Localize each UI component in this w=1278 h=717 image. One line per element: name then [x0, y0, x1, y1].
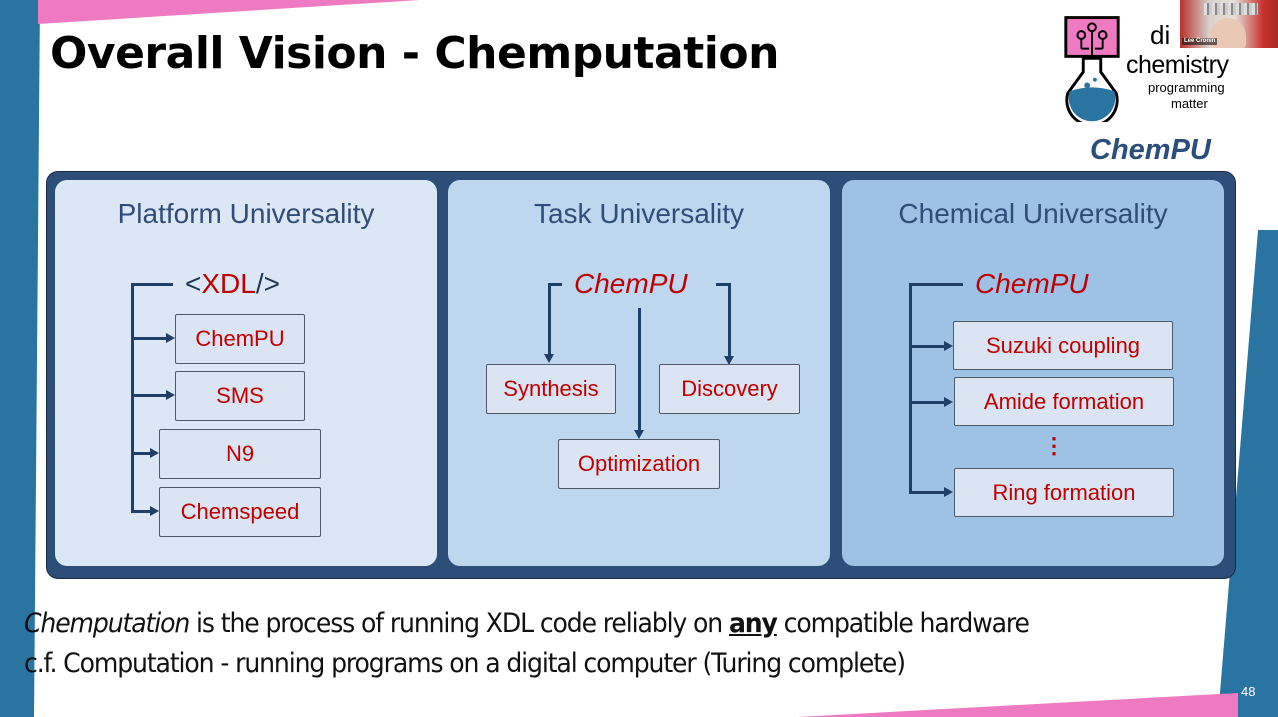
- arrow-down-icon: [634, 430, 644, 439]
- caption-text: compatible hardware: [776, 608, 1030, 639]
- panel-title: Task Universality: [533, 198, 745, 229]
- connector-branch: [131, 394, 169, 397]
- task-item-synthesis: Synthesis: [486, 364, 616, 414]
- chemical-item-ring: Ring formation: [954, 468, 1174, 517]
- arrow-right-icon: [166, 333, 175, 343]
- platform-item-n9: N9: [159, 429, 321, 479]
- arrow-right-icon: [944, 487, 953, 497]
- right-strip-mask: [1258, 0, 1278, 230]
- chemical-universality-panel: Chemical Universality ChemPU Suzuki coup…: [842, 180, 1224, 566]
- connector-branch: [909, 491, 947, 494]
- connector-branch: [131, 337, 169, 340]
- arrow-down-icon: [724, 356, 734, 365]
- chempu-head: ChemPU: [574, 268, 688, 299]
- arrow-right-icon: [944, 341, 953, 351]
- xdl-open-bracket: <: [185, 268, 202, 299]
- webcam-video-overlay[interactable]: Lee Cronin: [1180, 0, 1278, 48]
- connector-right-down: [728, 283, 731, 357]
- universality-diagram: Platform Universality <XDL/> ChemPU SMS …: [46, 171, 1236, 579]
- logo-text-programming: programming: [1148, 80, 1225, 95]
- logo-text-matter: matter: [1171, 96, 1208, 111]
- arrow-down-icon: [544, 354, 554, 363]
- task-item-discovery: Discovery: [659, 364, 800, 414]
- arrow-right-icon: [150, 506, 159, 516]
- chemical-item-suzuki: Suzuki coupling: [953, 321, 1173, 370]
- flask-circuit-icon: [1064, 16, 1120, 122]
- slide-title: Overall Vision - Chemputation: [50, 28, 779, 79]
- chempu-head: ChemPU: [975, 268, 1089, 299]
- logo-text-chemistry: chemistry: [1126, 51, 1229, 79]
- connector-center-down: [638, 308, 641, 432]
- emphasis-any: any: [728, 608, 778, 639]
- logo-text-di: di: [1150, 20, 1171, 50]
- connector-top: [909, 283, 963, 286]
- task-item-optimization: Optimization: [558, 439, 720, 489]
- bottom-pink-band: [798, 693, 1238, 717]
- connector-left-top: [548, 283, 562, 286]
- chemical-item-amide: Amide formation: [954, 377, 1174, 426]
- caption-text: is the process of running XDL code relia…: [189, 608, 729, 639]
- chemputation-term: Chemputation: [24, 608, 190, 639]
- connector-trunk: [909, 283, 912, 494]
- top-pink-band: [38, 0, 420, 24]
- arrow-right-icon: [944, 397, 953, 407]
- platform-item-chempu: ChemPU: [175, 314, 305, 364]
- page-number: 48: [1241, 684, 1256, 699]
- platform-item-sms: SMS: [175, 371, 305, 421]
- xdl-head: <XDL/>: [185, 268, 280, 300]
- connector-right-top: [716, 283, 730, 286]
- caption-line-2: c.f. Computation - running programs on a…: [24, 648, 906, 679]
- xdl-close-bracket: />: [255, 268, 280, 299]
- connector-branch: [131, 510, 153, 513]
- ellipsis-vertical-icon: ⋮: [1043, 433, 1065, 458]
- arrow-right-icon: [150, 448, 159, 458]
- connector-branch: [131, 452, 153, 455]
- task-universality-panel: Task Universality ChemPU Synthesis Disco…: [448, 180, 830, 566]
- panel-title: Platform Universality: [117, 198, 375, 229]
- speaker-name-label: Lee Cronin: [1182, 38, 1218, 45]
- chempu-label: ChemPU: [1090, 134, 1211, 166]
- connector-left-down: [548, 283, 551, 355]
- arrow-right-icon: [166, 390, 175, 400]
- platform-universality-panel: Platform Universality <XDL/> ChemPU SMS …: [55, 180, 437, 566]
- platform-item-chemspeed: Chemspeed: [159, 487, 321, 537]
- left-accent-strip: [0, 0, 40, 717]
- panel-title: Chemical Universality: [898, 198, 1168, 229]
- connector-branch: [909, 345, 947, 348]
- connector-branch: [909, 401, 947, 404]
- caption-line-1: Chemputation is the process of running X…: [24, 607, 1030, 641]
- connector-top: [131, 283, 173, 286]
- bookshelf-background: [1204, 3, 1258, 15]
- xdl-text: XDL: [201, 268, 256, 299]
- connector-trunk: [131, 283, 134, 513]
